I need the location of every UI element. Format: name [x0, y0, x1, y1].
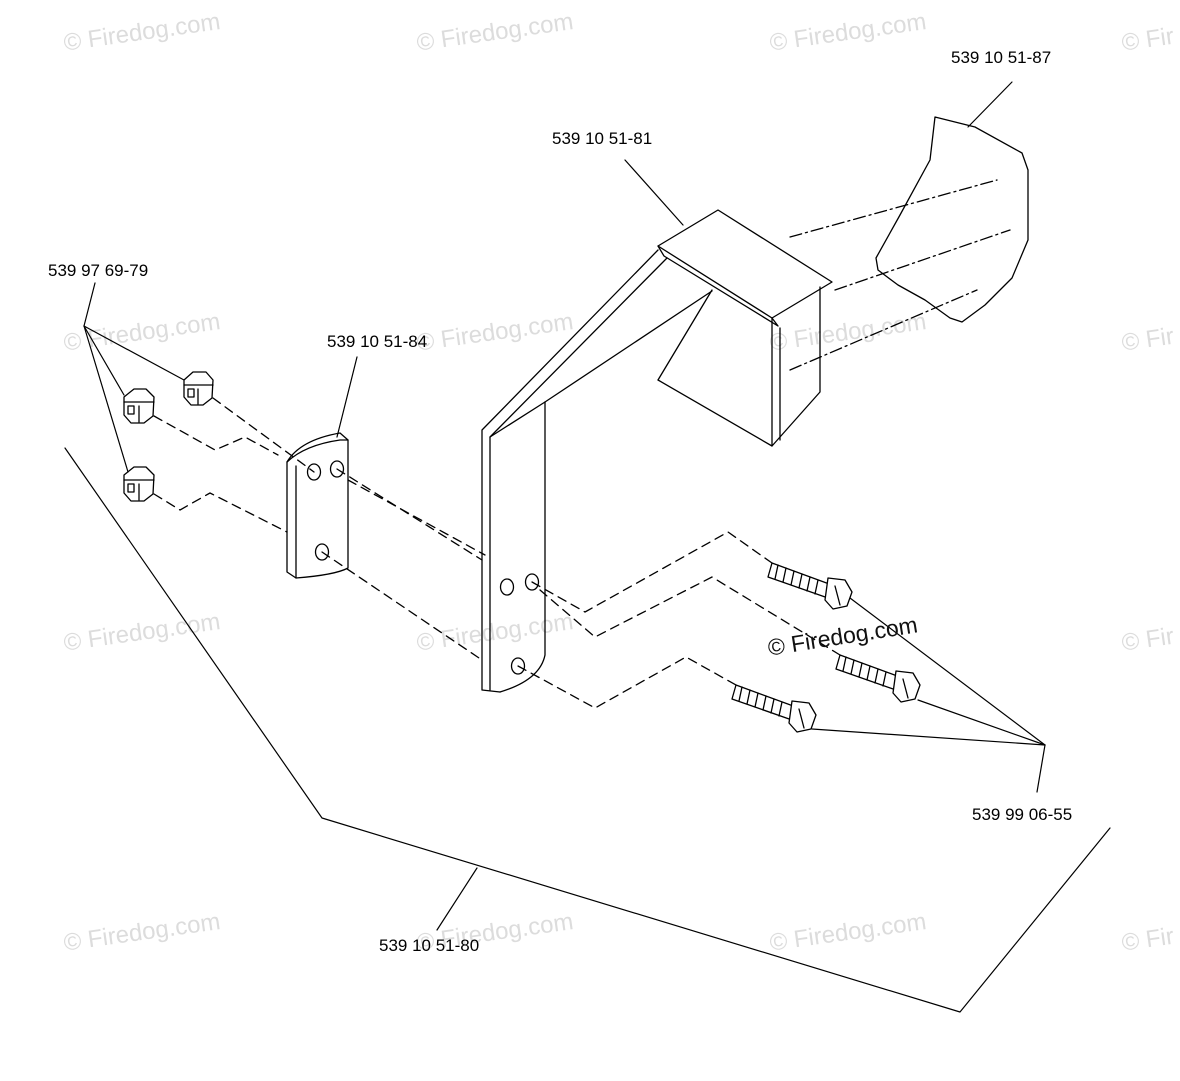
leader-lines: [64, 81, 1111, 1013]
bolt-part: [731, 684, 817, 733]
bolt-part: [767, 562, 853, 610]
callout-bolts: 539 99 06-55: [972, 805, 1073, 824]
callout-guard-right: 539 10 51-87: [951, 48, 1052, 67]
hex-nut-part: [123, 388, 155, 424]
small-plate-part: [286, 432, 349, 579]
hex-nut-part: [123, 466, 155, 502]
callout-nuts: 539 97 69-79: [48, 261, 149, 280]
bolt-part: [835, 654, 921, 703]
callout-assembly: 539 10 51-80: [379, 936, 480, 955]
hex-nut-part: [183, 371, 214, 406]
callout-top-plate: 539 10 51-81: [552, 129, 653, 148]
callout-small-plate: 539 10 51-84: [327, 332, 428, 351]
guard-panel-part: [789, 116, 1029, 371]
bracket-part: [481, 209, 833, 693]
connection-lines: [153, 397, 841, 709]
